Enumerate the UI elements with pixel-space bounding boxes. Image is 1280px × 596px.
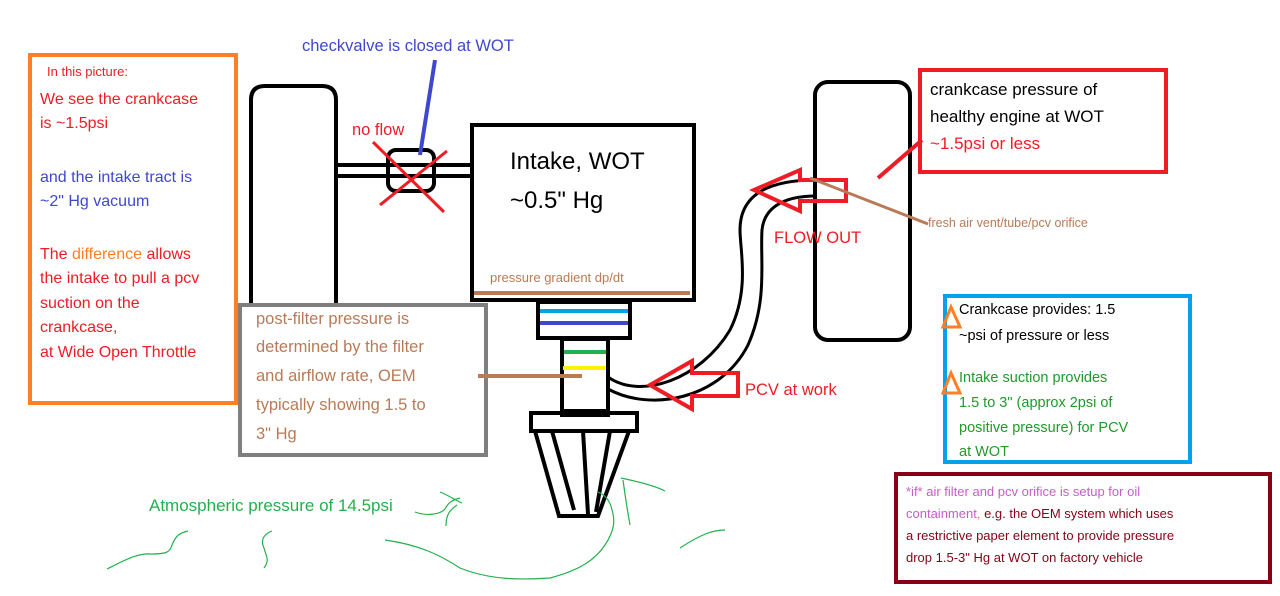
no-flow-cross-b — [379, 149, 448, 207]
left-note-line3: The difference allows — [40, 245, 191, 265]
throttle-body — [536, 300, 632, 340]
post-filter-line5: 3" Hg — [256, 425, 297, 443]
squiggle-6 — [620, 477, 666, 526]
cone-pleat-2 — [581, 430, 590, 515]
cone-pleat-1 — [550, 430, 576, 511]
pcv-at-work-label: PCV at work — [745, 381, 837, 399]
post-filter-line1: post-filter pressure is — [256, 310, 410, 328]
atmosphere-label: Atmospheric pressure of 14.5psi — [149, 496, 393, 515]
oil-note-line2: containment, e.g. the OEM system which u… — [906, 506, 1173, 522]
intake-value: ~0.5" Hg — [510, 187, 604, 214]
left-note-line7: at Wide Open Throttle — [40, 344, 197, 361]
checkvalve-body — [386, 148, 436, 193]
flow-out-label: FLOW OUT — [774, 229, 862, 247]
post-filter-line3: and airflow rate, OEM — [256, 367, 416, 385]
post-filter-note-box — [238, 303, 488, 457]
post-filter-line4: typically showing 1.5 to — [256, 396, 426, 414]
left-tank-shape — [249, 84, 338, 303]
oil-note-line1: *if* air filter and pcv orifice is setup… — [906, 484, 1141, 499]
left-note-box — [28, 53, 238, 405]
crankcase-note-box — [918, 68, 1168, 174]
no-flow-label: no flow — [352, 121, 405, 139]
pcv-arrow — [645, 357, 740, 413]
oil-note-comma: , — [976, 506, 981, 521]
oil-note-line3: a restrictive paper element to provide p… — [906, 528, 1175, 543]
oil-note-line4: drop 1.5-3" Hg at WOT on factory vehicle — [906, 550, 1144, 565]
checkvalve-label: checkvalve is closed at WOT — [302, 37, 514, 55]
cone-pleat-3 — [594, 430, 612, 513]
crankcase-note-line1: crankcase pressure of — [930, 80, 1098, 99]
oil-note-line2-rest: e.g. the OEM system which uses — [980, 506, 1174, 521]
squiggle-5 — [384, 491, 615, 580]
oil-note-box — [894, 472, 1272, 584]
left-note-line5: suction on the — [40, 295, 140, 312]
atmosphere-squiggles — [106, 477, 726, 580]
pressure-gradient-label: pressure gradient dp/dt — [490, 270, 624, 285]
oil-note-containment: containment — [906, 506, 977, 521]
provides-item2a: Intake suction provides — [959, 370, 1108, 386]
squiggle-1 — [106, 530, 189, 570]
left-note-difference: difference — [72, 246, 142, 263]
left-note-line4: the intake to pull a pcv — [40, 270, 200, 287]
provides-item1a: Crankcase provides: 1.5 — [959, 302, 1116, 318]
crankcase-note-line3: ~1.5psi or less — [930, 134, 1041, 153]
no-flow-cross-a — [371, 140, 446, 214]
fresh-air-pointer — [809, 176, 929, 226]
left-note-heading: In this picture: — [47, 64, 128, 79]
crankcase-note-line2: healthy engine at WOT — [930, 107, 1104, 126]
left-note-line2a: and the intake tract is — [40, 169, 193, 186]
crankcase-pointer — [876, 138, 924, 180]
fresh-air-label: fresh air vent/tube/pcv orifice — [928, 216, 1088, 230]
squiggle-2 — [261, 530, 273, 569]
pcv-hose-inner — [607, 194, 817, 402]
warning-triangle-icon-2 — [940, 369, 963, 395]
warning-triangle-icon-1 — [940, 303, 963, 329]
left-note-line6: crankcase, — [40, 319, 118, 336]
provides-item2b: 1.5 to 3" (approx 2psi of — [959, 395, 1113, 411]
left-note-line1a: We see the crankcase — [40, 91, 199, 108]
left-note-line2b: ~2" Hg vacuum — [40, 193, 150, 210]
flow-out-arrow — [749, 166, 848, 215]
provides-item2d: at WOT — [959, 444, 1009, 460]
left-note-line1b: is ~1.5psi — [40, 115, 109, 132]
cone-filter — [533, 430, 631, 518]
provides-note-box — [943, 294, 1192, 464]
left-note-line3-post: allows — [142, 246, 191, 263]
pcv-hose-outer — [607, 178, 817, 388]
right-crankcase-tank — [813, 80, 912, 342]
post-filter-line2: determined by the filter — [256, 338, 424, 356]
squiggle-7 — [679, 529, 726, 549]
squiggle-4 — [439, 491, 463, 527]
provides-item1b: ~psi of pressure or less — [959, 328, 1110, 344]
squiggle-3 — [414, 497, 461, 515]
intake-title: Intake, WOT — [510, 148, 645, 175]
provides-item2c: positive pressure) for PCV — [959, 420, 1129, 436]
checkvalve-pointer — [418, 59, 437, 156]
left-note-line3-pre: The — [40, 246, 73, 263]
